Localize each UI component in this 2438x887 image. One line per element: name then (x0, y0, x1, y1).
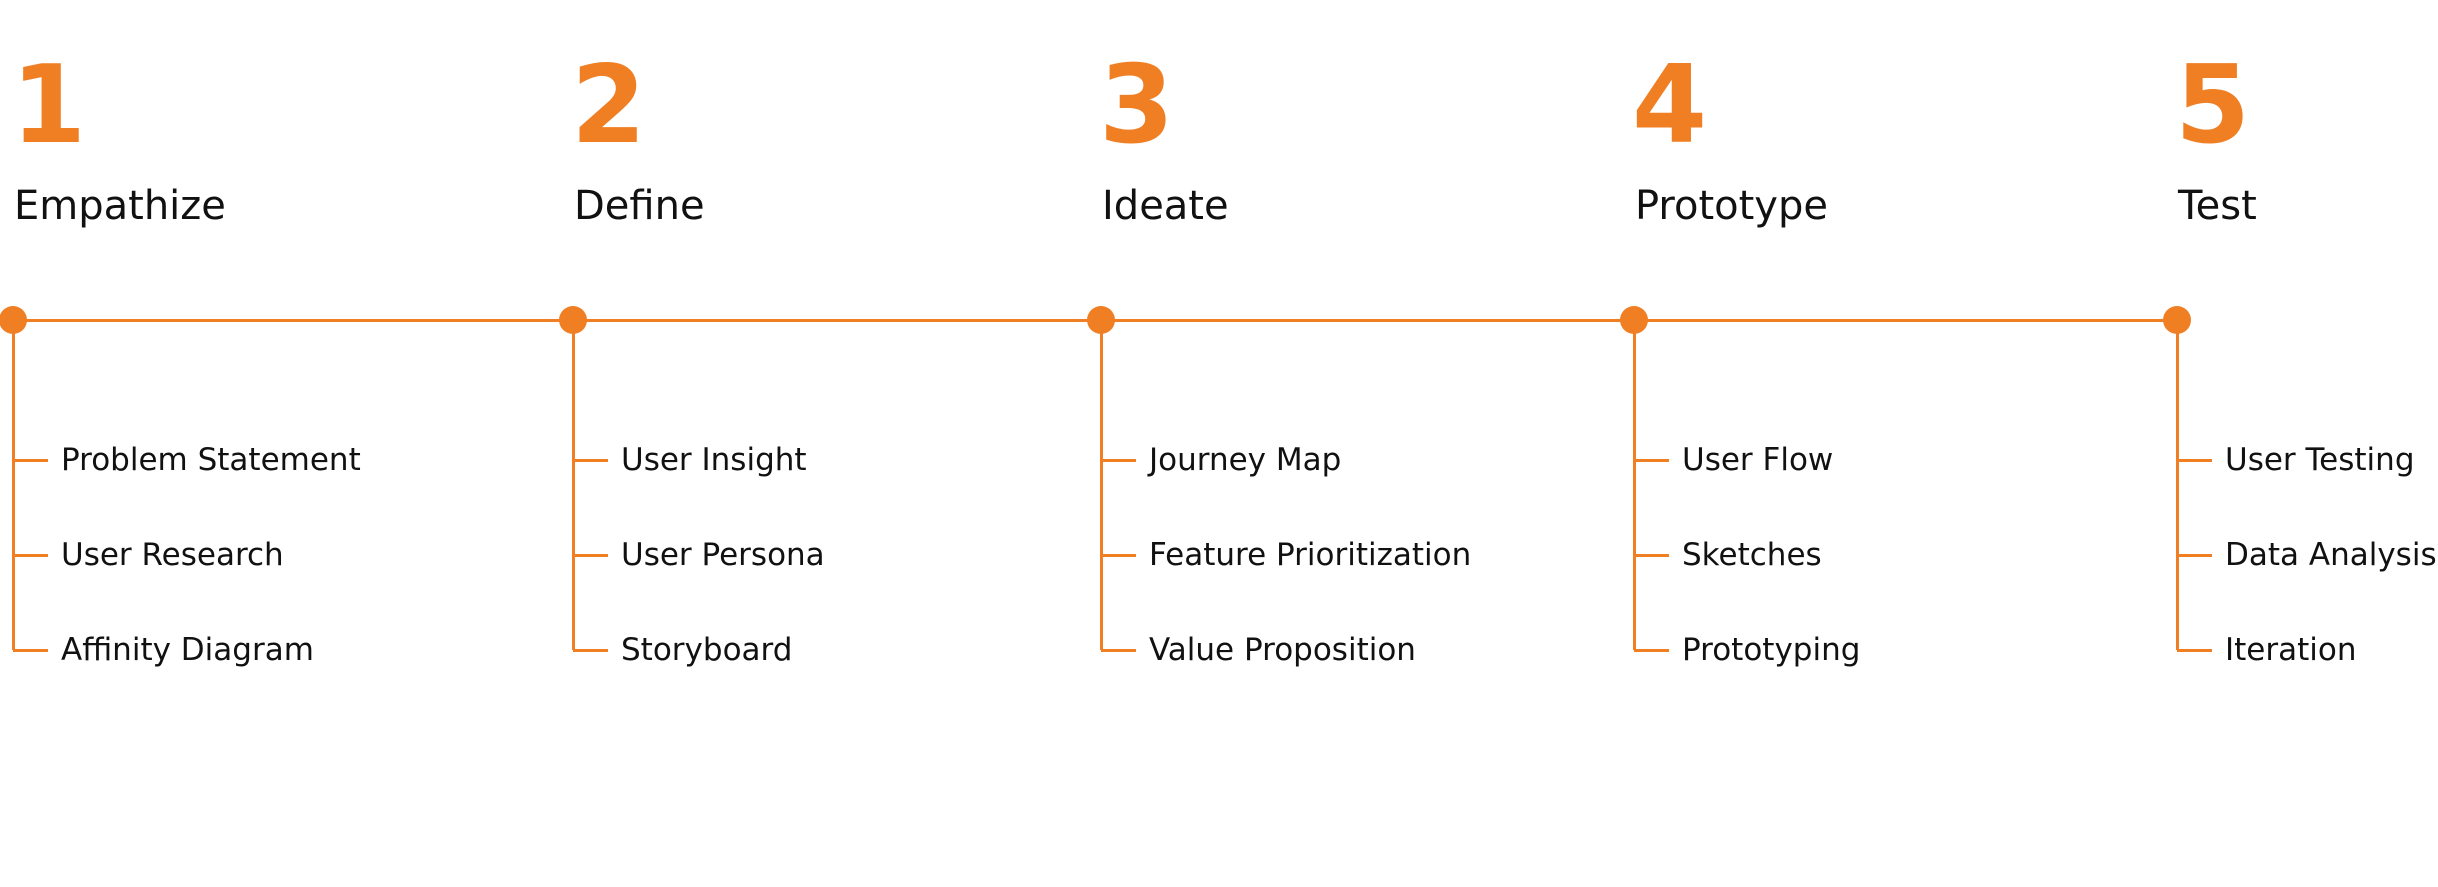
stage-dot-marker (1620, 306, 1648, 334)
stage-stem (572, 320, 575, 650)
stage-number: 5 (2175, 43, 2251, 168)
branch-tick (573, 459, 608, 462)
sub-item-label: Storyboard (621, 632, 793, 668)
sub-item-label: User Flow (1682, 442, 1834, 478)
branch-tick (1101, 649, 1136, 652)
branch-tick (573, 554, 608, 557)
sub-item-label: Feature Prioritization (1149, 537, 1472, 573)
sub-item-label: Value Proposition (1149, 632, 1416, 668)
stage-stem (1633, 320, 1636, 650)
branch-tick (573, 649, 608, 652)
sub-item-label: Iteration (2225, 632, 2357, 668)
sub-item-label: Data Analysis (2225, 537, 2437, 573)
branch-tick (13, 649, 48, 652)
stage-dot-marker (559, 306, 587, 334)
branch-tick (13, 459, 48, 462)
sub-item-label: User Persona (621, 537, 825, 573)
sub-item-label: Sketches (1682, 537, 1822, 573)
stage-title: Ideate (1102, 183, 1229, 229)
stage-dot-marker (0, 306, 27, 334)
branch-tick (2177, 459, 2212, 462)
stage-number: 3 (1099, 43, 1175, 168)
branch-tick (1101, 554, 1136, 557)
branch-tick (1634, 459, 1669, 462)
stage-stem (12, 320, 15, 650)
branch-tick (2177, 554, 2212, 557)
stage-dot-marker (1087, 306, 1115, 334)
branch-tick (1634, 554, 1669, 557)
stage-title: Test (2178, 183, 2257, 229)
sub-item-label: Prototyping (1682, 632, 1861, 668)
stage-number: 2 (571, 43, 647, 168)
branch-tick (1101, 459, 1136, 462)
sub-item-label: User Research (61, 537, 284, 573)
stage-number: 4 (1632, 43, 1708, 168)
sub-item-label: User Insight (621, 442, 807, 478)
stage-number: 1 (11, 43, 87, 168)
stage-stem (1100, 320, 1103, 650)
branch-tick (13, 554, 48, 557)
branch-tick (2177, 649, 2212, 652)
stage-stem (2176, 320, 2179, 650)
sub-item-label: Journey Map (1149, 442, 1342, 478)
sub-item-label: Affinity Diagram (61, 632, 314, 668)
branch-tick (1634, 649, 1669, 652)
sub-item-label: User Testing (2225, 442, 2415, 478)
stage-dot-marker (2163, 306, 2191, 334)
stage-title: Prototype (1635, 183, 1828, 229)
stage-title: Define (574, 183, 705, 229)
sub-item-label: Problem Statement (61, 442, 361, 478)
stage-title: Empathize (14, 183, 226, 229)
